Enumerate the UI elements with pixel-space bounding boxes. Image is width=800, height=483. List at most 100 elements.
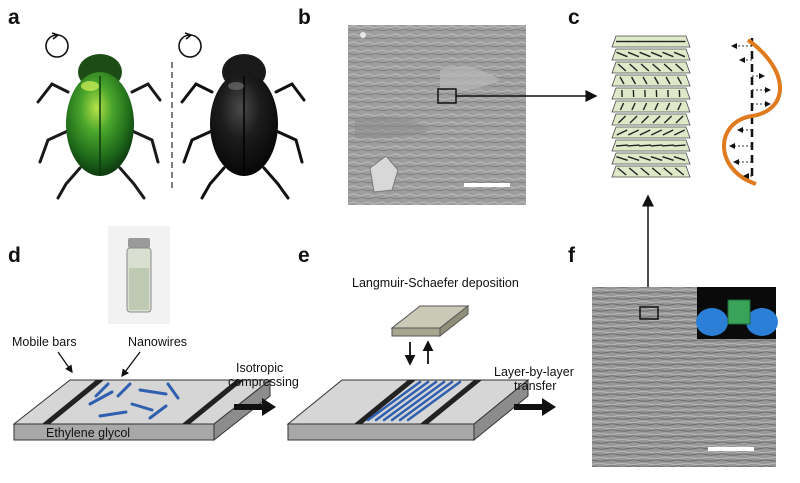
stack-layer [611, 113, 691, 126]
scale-bar-f [708, 447, 754, 451]
stack-nanowire [676, 76, 683, 85]
panel-letter-b: b [298, 6, 311, 29]
stack-layer [611, 48, 691, 61]
stack-nanowire [638, 144, 652, 147]
stack-nanowire [640, 115, 650, 124]
stack-nanowire [616, 156, 628, 161]
stack-layer [611, 100, 691, 113]
scale-bar-b [464, 183, 510, 187]
stack-nanowire [663, 167, 673, 176]
stack-nanowire [615, 144, 629, 147]
stack-nanowire [627, 129, 640, 136]
stack-nanowire [663, 115, 673, 124]
stack-nanowire [619, 76, 625, 85]
stack-layer [611, 61, 691, 74]
stack-nanowire [663, 63, 673, 72]
label-isotropic-2: compressing [228, 375, 299, 389]
stack-nanowire [627, 156, 640, 161]
vial-photo [108, 226, 170, 324]
stack-nanowire [650, 51, 663, 58]
stack-nanowire [627, 51, 640, 58]
zoom-box-f [639, 306, 659, 320]
sem-image-f [592, 287, 776, 467]
stack-nanowire [661, 144, 675, 147]
stack-nanowire [652, 115, 661, 124]
stack-nanowire [673, 144, 686, 147]
stack-nanowire [673, 129, 686, 136]
label-langmuir: Langmuir-Schaefer deposition [352, 276, 519, 290]
rotation-right-icon [178, 32, 202, 58]
stack-nanowire [651, 167, 662, 176]
stack-nanowire [662, 51, 674, 58]
pointer-mobile-bars [57, 351, 73, 374]
stack-nanowire [673, 51, 686, 58]
stack-nanowire [617, 167, 627, 176]
stack-layer [611, 74, 691, 87]
stack-nanowire [616, 129, 628, 136]
stack-nanowire [665, 76, 671, 85]
stack-nanowire [650, 144, 663, 147]
stack-nanowire [675, 115, 684, 124]
arrow-d-to-e [234, 398, 276, 416]
label-isotropic-1: Isotropic [236, 361, 283, 375]
label-layer-by-layer-1: Layer-by-layer [494, 365, 574, 379]
label-ethylene-glycol: Ethylene glycol [46, 426, 130, 440]
arrow-e-to-f [514, 398, 556, 416]
helix-diagram [722, 38, 782, 186]
stack-layer [611, 87, 691, 100]
stack-nanowire [628, 167, 639, 176]
dark-beetle-image [180, 54, 306, 200]
stack-nanowire [639, 51, 651, 58]
stack-nanowire [627, 144, 640, 147]
stack-nanowire [642, 102, 648, 111]
stack-nanowire [617, 63, 627, 72]
stack-nanowire [673, 156, 686, 161]
inset-photo-gloves [696, 287, 778, 339]
stack-nanowire [617, 115, 627, 124]
stack-nanowire [652, 63, 661, 72]
stack-nanowire [640, 167, 650, 176]
panel-letter-d: d [8, 244, 21, 267]
label-nanowires: Nanowires [128, 335, 187, 349]
trough-d [12, 378, 272, 442]
stack-nanowire [662, 156, 674, 161]
stack-layer [611, 165, 691, 178]
stamp-substrate [390, 304, 470, 338]
label-layer-by-layer-2: transfer [514, 379, 556, 393]
label-mobile-bars: Mobile bars [12, 335, 77, 349]
pointer-nanowires [121, 351, 141, 378]
panel-letter-f: f [568, 244, 576, 267]
stack-nanowire [631, 102, 636, 111]
stack-nanowire [653, 76, 660, 85]
stack-layer [611, 152, 691, 165]
stack-nanowire [629, 63, 638, 72]
stack-nanowire [677, 102, 682, 111]
stack-nanowire [619, 102, 625, 111]
green-beetle-image [36, 54, 162, 200]
stack-nanowire [616, 51, 628, 58]
nanowires-aligned [366, 380, 462, 422]
stack-nanowire [650, 156, 663, 161]
stack-layer [611, 126, 691, 139]
stack-nanowire [650, 129, 663, 136]
stack-nanowire [629, 115, 638, 124]
stack-nanowire [639, 156, 651, 161]
sem-image-b [348, 25, 526, 205]
stack-nanowire [640, 63, 650, 72]
rotation-left-icon [45, 32, 69, 58]
panel-letter-a: a [8, 6, 20, 29]
stack-nanowire [674, 167, 685, 176]
stack-nanowire [654, 102, 659, 111]
stack-nanowire [642, 76, 648, 85]
panel-letter-c: c [568, 6, 580, 29]
nanowires-random [88, 382, 180, 420]
layer-stack-schematic [611, 35, 691, 178]
stack-nanowire [662, 129, 674, 136]
stack-nanowire [630, 76, 637, 85]
panel-letter-e: e [298, 244, 310, 267]
stack-nanowire [665, 102, 671, 111]
stack-nanowire [639, 129, 651, 136]
trough-e [286, 378, 530, 442]
stack-nanowire [675, 63, 684, 72]
